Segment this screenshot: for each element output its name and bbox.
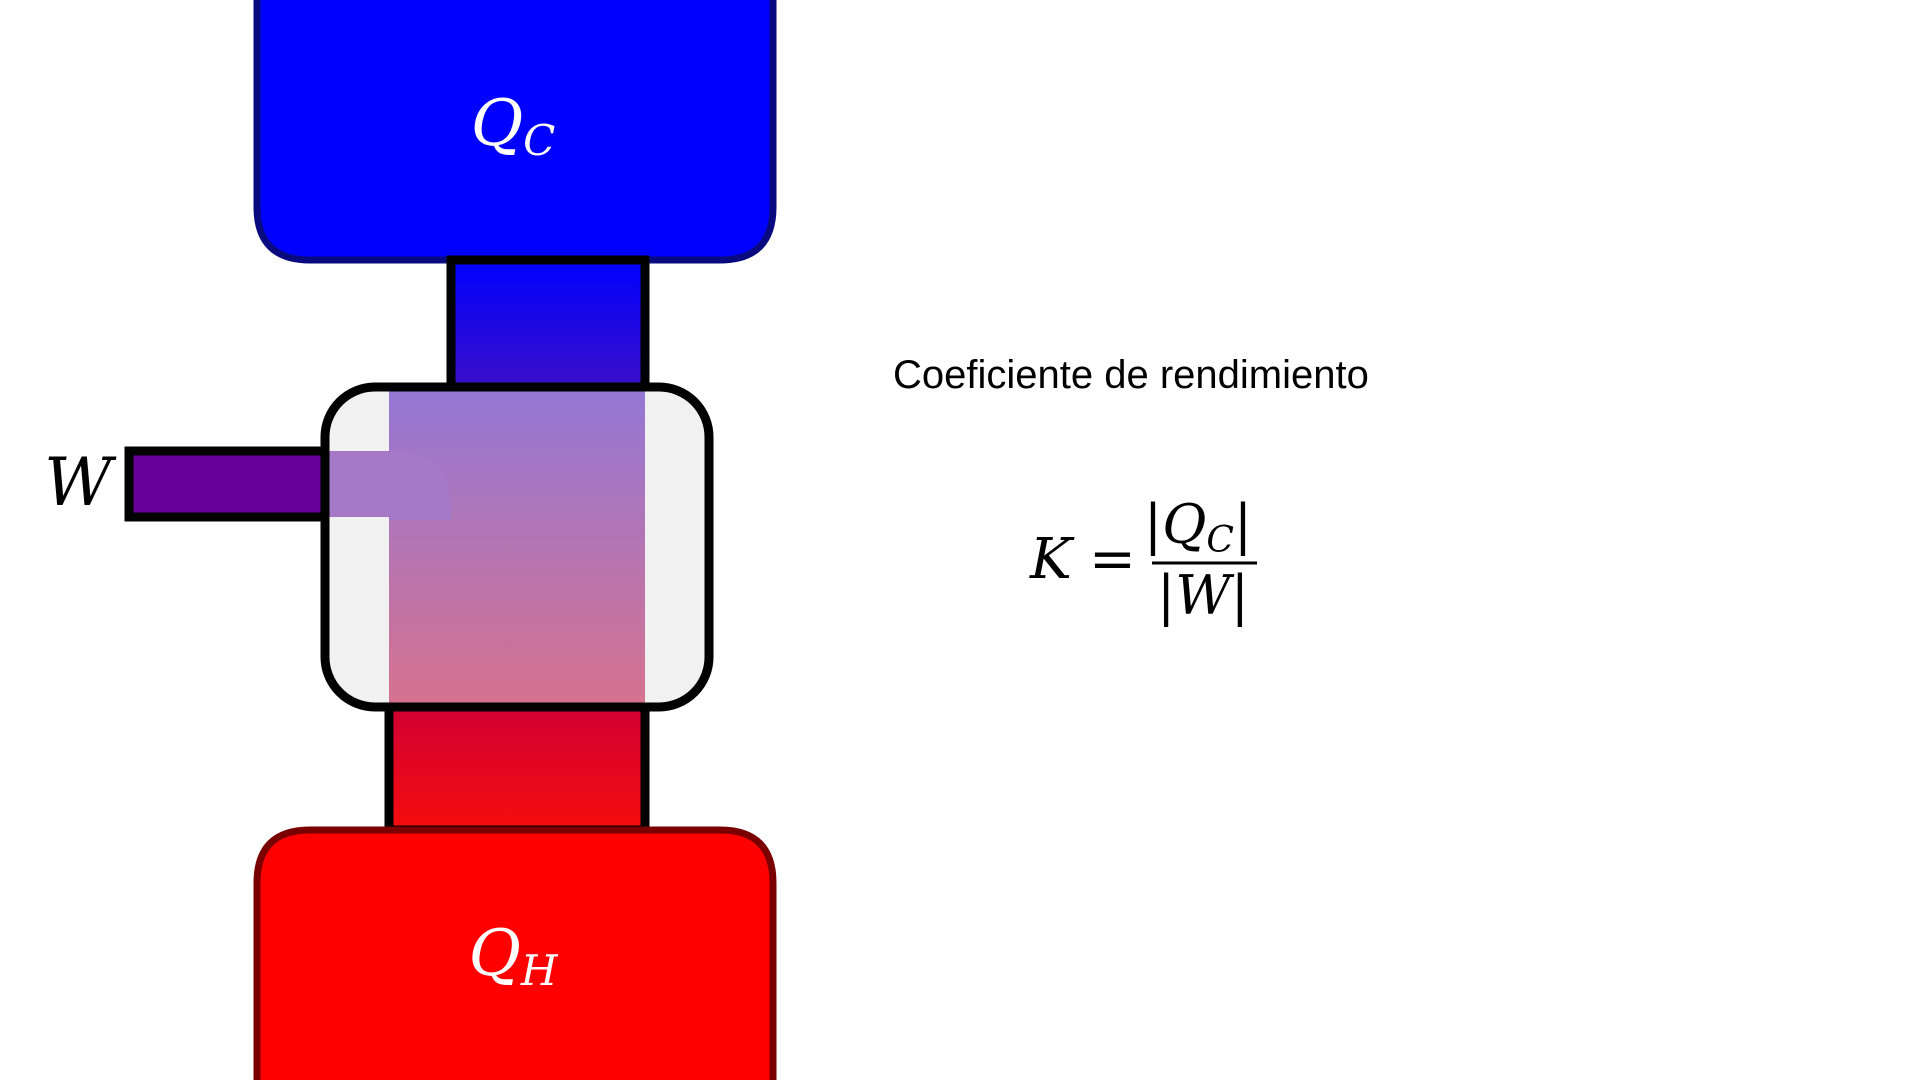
hot-reservoir-box: [253, 826, 777, 1080]
combined-energy-flow: [389, 387, 645, 707]
cold-reservoir-label: QC: [471, 87, 556, 165]
hot-heat-pipe: [384, 702, 650, 835]
coefficient-heading: Coeficiente de rendimiento: [893, 353, 1369, 397]
formula-lhs: K: [1029, 527, 1075, 592]
hot-reservoir-label: QH: [468, 917, 558, 995]
work-label: W: [44, 444, 117, 521]
formula-numerator: |QC|: [1144, 493, 1252, 561]
work-to-heat-inner-corner: [325, 517, 389, 707]
formula-denominator: |W|: [1157, 564, 1249, 627]
cold-heat-pipe: [446, 255, 650, 392]
cold-reservoir-box: [253, 0, 777, 264]
inner-corner-round: [376, 517, 389, 530]
work-energy-bend: [325, 451, 451, 520]
coefficient-formula: K = |QC| |W|: [1029, 493, 1257, 627]
energy-flow: [325, 387, 645, 707]
work-input-pipe: [124, 446, 332, 522]
formula-equals: =: [1089, 527, 1136, 592]
